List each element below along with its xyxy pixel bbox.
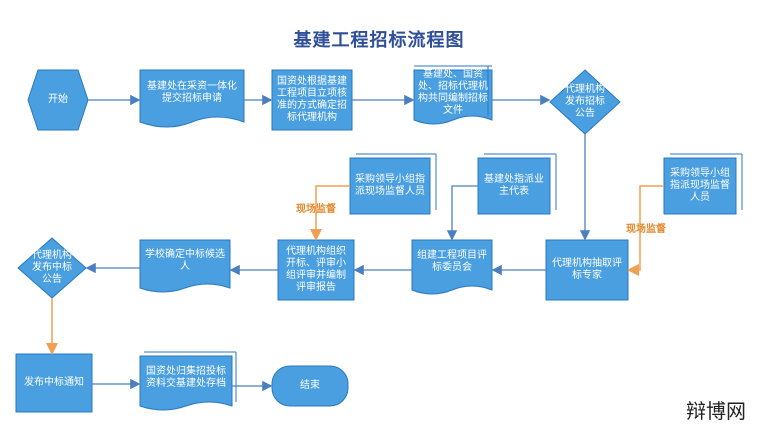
- compile-label: 基建处、国资处、招标代理机构共同编制招标文件: [418, 69, 488, 116]
- experts-label: 代理机构抽取评标专家: [552, 258, 622, 281]
- committee-label: 组建工程项目评标委员会: [417, 250, 487, 273]
- arrow-leader1-organize: [310, 185, 350, 241]
- watermark: 辩博网: [686, 399, 746, 423]
- supervise-label-left: 现场监督: [296, 204, 336, 215]
- page-title: 基建工程招标流程图: [293, 30, 465, 50]
- start-node[interactable]: [27, 69, 89, 131]
- archive-label: 国资处归集招投标资料交基建处存档: [146, 366, 226, 389]
- arrow-owner-committee: [446, 185, 478, 241]
- leader1-label: 采购领导小组指派现场监督人员: [355, 174, 425, 197]
- organize-label: 代理机构组织开标、评审小组评审并编制评审报告: [286, 246, 346, 293]
- owner-rep-node[interactable]: [477, 157, 551, 215]
- archive-node[interactable]: [139, 355, 233, 411]
- announce-label: 代理机构发布招标公告: [565, 84, 605, 119]
- notice-node[interactable]: [15, 353, 93, 413]
- owner-rep-label: 基建处指派业主代表: [484, 174, 544, 197]
- supervise-label-right: 现场监督: [626, 224, 666, 235]
- leader2-label: 采购领导小组指派现场监督人员: [670, 168, 730, 203]
- experts-node[interactable]: [545, 239, 629, 301]
- publish-win-label: 代理机构发布中标公告: [32, 250, 72, 285]
- end-label: 结束: [300, 380, 320, 391]
- committee-node[interactable]: [411, 239, 493, 295]
- leader2-node[interactable]: [663, 157, 737, 215]
- compile-node[interactable]: [413, 69, 493, 125]
- notice-label: 发布中标通知: [24, 377, 84, 388]
- arrow-leader2-experts: [627, 185, 664, 276]
- school-node[interactable]: [139, 239, 231, 293]
- start-label: 开始: [48, 94, 68, 105]
- apply-label: 基建处在采资一体化提交招标申请: [147, 81, 237, 104]
- apply-node[interactable]: [139, 69, 245, 128]
- school-label: 学校确定中标候选人: [145, 249, 225, 272]
- approve-label: 国资处根据基建工程项目立项核准的方式确定招标代理机构: [277, 76, 347, 123]
